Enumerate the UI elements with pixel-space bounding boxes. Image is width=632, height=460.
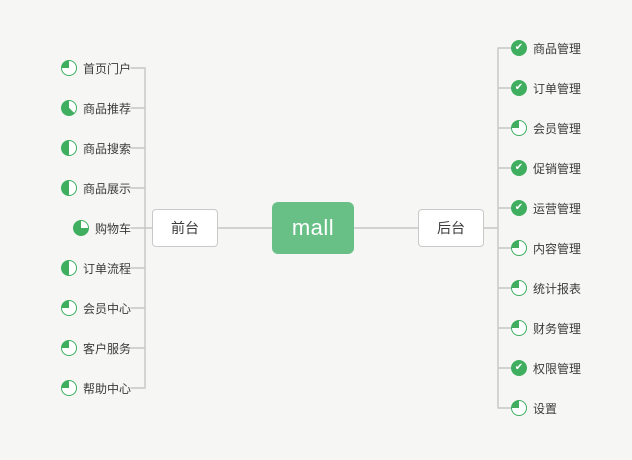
- task-progress-icon: [60, 60, 77, 76]
- node-promotion-management[interactable]: ✔ 促销管理: [511, 158, 629, 178]
- node-label: 设置: [533, 401, 558, 416]
- task-done-icon: ✔: [511, 80, 527, 96]
- task-done-icon: ✔: [511, 200, 527, 216]
- node-product-management[interactable]: ✔ 商品管理: [511, 38, 629, 58]
- node-label: 购物车: [94, 221, 131, 236]
- node-order-flow[interactable]: 订单流程: [30, 258, 131, 278]
- task-progress-icon: [511, 120, 527, 136]
- front-branch-node[interactable]: 前台: [152, 209, 218, 247]
- task-progress-icon: [511, 320, 527, 336]
- node-home-portal[interactable]: 首页门户: [30, 58, 131, 78]
- task-progress-icon: [511, 280, 527, 296]
- task-progress-icon: [72, 220, 89, 236]
- node-label: 帮助中心: [82, 381, 131, 396]
- node-label: 首页门户: [82, 61, 131, 76]
- back-branch-node[interactable]: 后台: [418, 209, 484, 247]
- task-progress-icon: [60, 340, 77, 356]
- node-label: 客户服务: [82, 341, 131, 356]
- node-label: 促销管理: [533, 161, 582, 176]
- node-customer-service[interactable]: 客户服务: [30, 338, 131, 358]
- task-progress-icon: [511, 240, 527, 256]
- node-finance-management[interactable]: 财务管理: [511, 318, 629, 338]
- node-label: 订单流程: [82, 261, 131, 276]
- node-label: 财务管理: [533, 321, 582, 336]
- node-member-center[interactable]: 会员中心: [30, 298, 131, 318]
- node-permission-management[interactable]: ✔ 权限管理: [511, 358, 629, 378]
- task-progress-icon: [511, 400, 527, 416]
- node-label: 商品展示: [82, 181, 131, 196]
- node-member-management[interactable]: 会员管理: [511, 118, 629, 138]
- node-label: 会员管理: [533, 121, 582, 136]
- node-label: 商品管理: [533, 41, 582, 56]
- root-node[interactable]: mall: [272, 202, 354, 254]
- node-label: 权限管理: [533, 361, 582, 376]
- task-done-icon: ✔: [511, 40, 527, 56]
- node-help-center[interactable]: 帮助中心: [30, 378, 131, 398]
- node-statistics-report[interactable]: 统计报表: [511, 278, 629, 298]
- front-branch-list: 首页门户 商品推荐 商品搜索 商品展示 购物车 订单流程 会员中心 客户服务: [30, 58, 131, 418]
- node-operation-management[interactable]: ✔ 运营管理: [511, 198, 629, 218]
- node-label: 运营管理: [533, 201, 582, 216]
- task-progress-icon: [60, 180, 77, 196]
- node-label: 内容管理: [533, 241, 582, 256]
- task-done-icon: ✔: [511, 160, 527, 176]
- task-progress-icon: [60, 140, 77, 156]
- node-shopping-cart[interactable]: 购物车: [30, 218, 131, 238]
- node-label: 商品搜索: [82, 141, 131, 156]
- task-progress-icon: [60, 100, 77, 116]
- node-settings[interactable]: 设置: [511, 398, 629, 418]
- task-done-icon: ✔: [511, 360, 527, 376]
- node-product-display[interactable]: 商品展示: [30, 178, 131, 198]
- node-content-management[interactable]: 内容管理: [511, 238, 629, 258]
- node-order-management[interactable]: ✔ 订单管理: [511, 78, 629, 98]
- node-label: 统计报表: [533, 281, 582, 296]
- task-progress-icon: [60, 260, 77, 276]
- task-progress-icon: [60, 300, 77, 316]
- node-label: 会员中心: [82, 301, 131, 316]
- back-branch-list: ✔ 商品管理 ✔ 订单管理 会员管理 ✔ 促销管理 ✔ 运营管理 内容管理 统计…: [511, 38, 629, 438]
- node-label: 商品推荐: [82, 101, 131, 116]
- node-product-search[interactable]: 商品搜索: [30, 138, 131, 158]
- task-progress-icon: [60, 380, 77, 396]
- node-label: 订单管理: [533, 81, 582, 96]
- node-product-recommend[interactable]: 商品推荐: [30, 98, 131, 118]
